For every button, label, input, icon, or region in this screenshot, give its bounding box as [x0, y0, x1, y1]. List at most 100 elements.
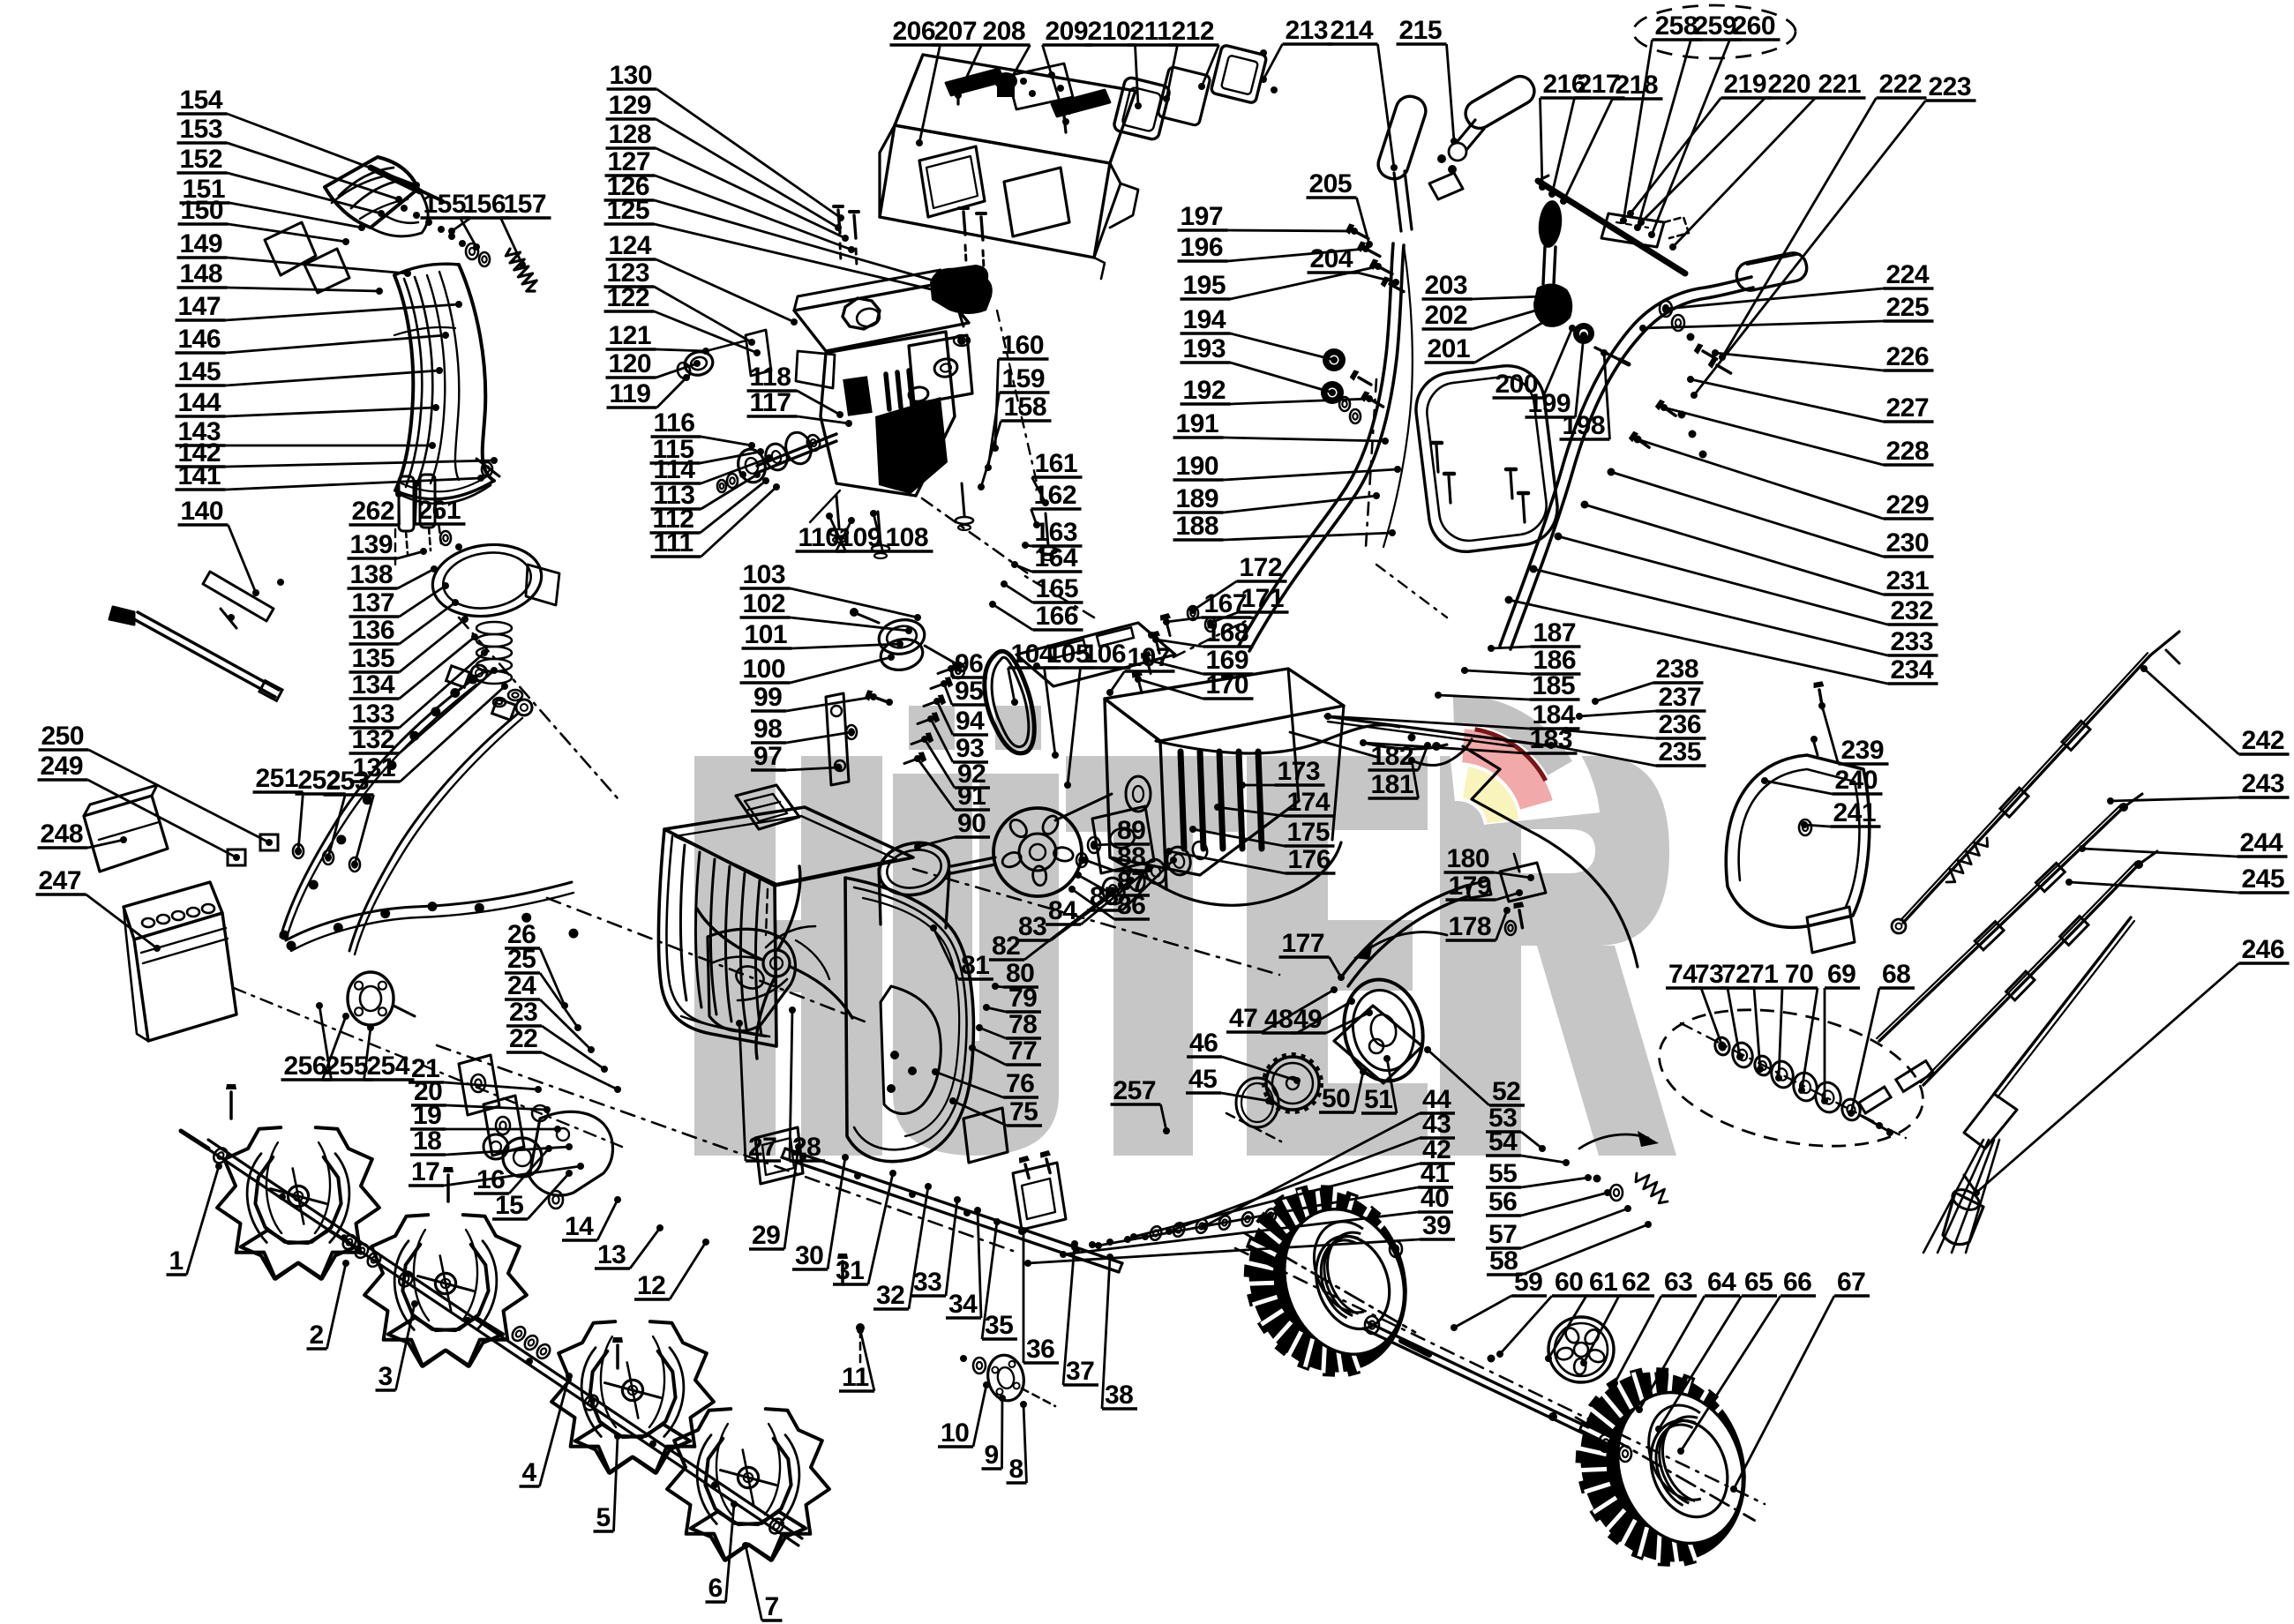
svg-text:55: 55 [1488, 1159, 1517, 1188]
svg-text:14: 14 [565, 1212, 594, 1241]
svg-text:158: 158 [1004, 393, 1047, 422]
svg-text:105: 105 [1047, 640, 1091, 669]
svg-text:133: 133 [352, 700, 395, 729]
svg-text:72: 72 [1721, 960, 1750, 989]
svg-text:76: 76 [1006, 1069, 1034, 1098]
svg-text:159: 159 [1002, 364, 1046, 393]
svg-text:219: 219 [1724, 70, 1767, 99]
svg-text:106: 106 [1083, 640, 1127, 669]
svg-text:92: 92 [957, 760, 986, 789]
svg-text:30: 30 [795, 1241, 823, 1270]
svg-text:173: 173 [1278, 757, 1321, 786]
svg-text:165: 165 [1036, 574, 1079, 603]
svg-text:195: 195 [1183, 271, 1226, 300]
svg-text:4: 4 [522, 1458, 537, 1487]
svg-text:80: 80 [1006, 959, 1034, 988]
svg-text:13: 13 [597, 1240, 626, 1269]
svg-text:201: 201 [1428, 334, 1471, 363]
svg-text:261: 261 [418, 496, 461, 525]
svg-text:150: 150 [181, 196, 224, 225]
svg-text:172: 172 [1240, 553, 1283, 582]
svg-text:246: 246 [2242, 935, 2285, 964]
svg-text:70: 70 [1785, 960, 1813, 989]
svg-text:75: 75 [1009, 1097, 1038, 1126]
svg-text:181: 181 [1371, 770, 1414, 799]
svg-text:215: 215 [1399, 16, 1443, 45]
svg-text:94: 94 [956, 707, 985, 736]
svg-text:224: 224 [1886, 260, 1930, 289]
svg-text:131: 131 [353, 753, 396, 782]
svg-text:66: 66 [1783, 1268, 1811, 1297]
svg-text:241: 241 [1833, 798, 1877, 827]
svg-text:57: 57 [1488, 1220, 1517, 1249]
svg-text:211: 211 [1130, 17, 1172, 46]
svg-text:124: 124 [609, 231, 652, 260]
svg-text:190: 190 [1176, 452, 1219, 481]
svg-text:256: 256 [284, 1051, 327, 1081]
svg-text:45: 45 [1188, 1065, 1217, 1094]
svg-text:221: 221 [1818, 70, 1862, 99]
svg-text:210: 210 [1088, 17, 1131, 46]
svg-text:71: 71 [1750, 960, 1778, 989]
svg-text:161: 161 [1035, 449, 1078, 478]
svg-text:142: 142 [178, 438, 221, 468]
svg-text:62: 62 [1622, 1268, 1650, 1297]
svg-text:152: 152 [180, 145, 223, 174]
svg-text:116: 116 [654, 408, 695, 438]
svg-text:248: 248 [41, 819, 84, 849]
svg-text:247: 247 [39, 866, 82, 895]
svg-text:64: 64 [1707, 1268, 1736, 1297]
svg-text:132: 132 [352, 725, 395, 754]
svg-text:3: 3 [379, 1362, 393, 1391]
svg-text:146: 146 [178, 325, 221, 354]
svg-text:38: 38 [1105, 1381, 1133, 1410]
svg-text:136: 136 [352, 616, 395, 645]
svg-text:129: 129 [609, 91, 652, 120]
svg-text:171: 171 [1241, 584, 1285, 613]
svg-text:31: 31 [836, 1256, 864, 1285]
svg-text:169: 169 [1206, 646, 1249, 675]
svg-text:11: 11 [842, 1363, 869, 1392]
svg-text:213: 213 [1286, 16, 1329, 45]
svg-text:240: 240 [1835, 766, 1878, 795]
svg-text:250: 250 [41, 722, 85, 751]
svg-text:154: 154 [180, 86, 223, 115]
svg-text:235: 235 [1659, 737, 1702, 767]
svg-text:134: 134 [352, 670, 395, 700]
svg-text:227: 227 [1886, 393, 1930, 423]
svg-text:49: 49 [1293, 1005, 1322, 1034]
svg-text:144: 144 [178, 388, 221, 417]
svg-text:37: 37 [1066, 1357, 1094, 1386]
svg-text:251: 251 [256, 764, 299, 793]
svg-text:238: 238 [1656, 655, 1699, 684]
svg-text:95: 95 [955, 677, 983, 706]
svg-text:262: 262 [352, 497, 395, 526]
svg-text:52: 52 [1492, 1077, 1520, 1106]
svg-text:69: 69 [1827, 960, 1855, 989]
svg-text:101: 101 [745, 620, 788, 649]
svg-text:185: 185 [1533, 671, 1576, 700]
svg-text:104: 104 [1011, 640, 1054, 669]
svg-text:27: 27 [748, 1133, 776, 1162]
svg-text:108: 108 [886, 523, 929, 552]
svg-text:151: 151 [183, 175, 226, 204]
svg-text:34: 34 [948, 1290, 978, 1319]
svg-text:1: 1 [169, 1246, 184, 1276]
svg-text:140: 140 [181, 497, 224, 526]
svg-text:35: 35 [985, 1311, 1013, 1340]
svg-text:177: 177 [1282, 929, 1325, 958]
svg-text:73: 73 [1695, 960, 1723, 989]
svg-text:82: 82 [992, 932, 1020, 961]
svg-text:67: 67 [1837, 1268, 1865, 1297]
svg-text:155: 155 [424, 190, 467, 219]
svg-text:230: 230 [1886, 528, 1930, 558]
svg-text:15: 15 [495, 1191, 523, 1220]
svg-text:260: 260 [1733, 11, 1776, 41]
svg-text:147: 147 [178, 292, 221, 321]
svg-text:18: 18 [413, 1126, 441, 1156]
svg-text:46: 46 [1189, 1029, 1218, 1058]
svg-text:192: 192 [1183, 376, 1226, 405]
svg-text:59: 59 [1514, 1268, 1542, 1297]
svg-text:118: 118 [750, 363, 791, 392]
svg-text:103: 103 [743, 560, 786, 589]
